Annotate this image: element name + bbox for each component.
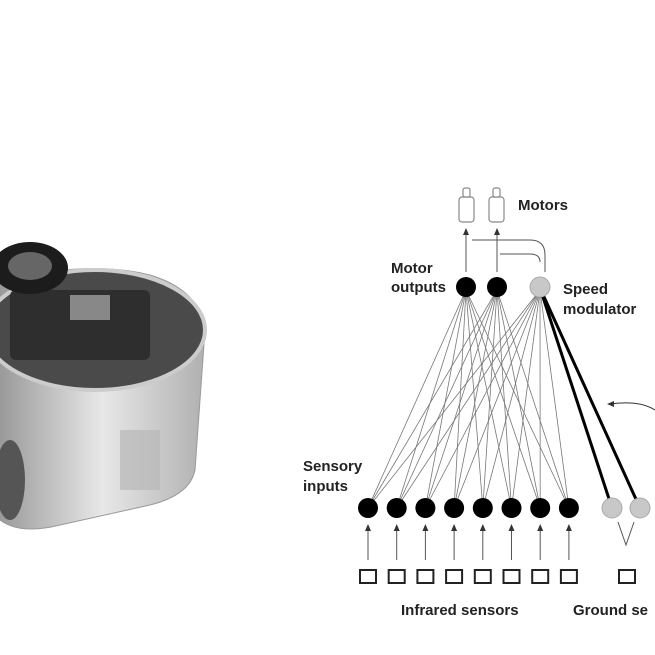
sensory-input-node — [472, 498, 493, 518]
arrowhead-icon — [565, 524, 572, 531]
infrared-sensor-box — [473, 569, 492, 584]
connection — [367, 289, 498, 509]
connection — [496, 289, 570, 509]
infrared-sensor-box — [359, 569, 377, 584]
connection — [453, 289, 498, 509]
ground-input-node — [601, 497, 623, 519]
connections — [367, 289, 570, 509]
connection — [367, 289, 541, 509]
infrared-sensor-box — [559, 569, 578, 584]
infrared-sensor-box — [387, 569, 406, 584]
infrared-sensor-box — [531, 569, 550, 584]
arrowhead-icon — [479, 524, 486, 531]
sensory-inputs-label: inputs — [303, 478, 348, 495]
connection — [496, 289, 541, 509]
sensory-input-node — [530, 498, 551, 518]
connection — [453, 289, 467, 509]
connection — [465, 289, 512, 509]
ground-sensor-box — [618, 569, 636, 584]
arrowhead-icon — [422, 524, 429, 531]
output-arrows — [465, 232, 546, 272]
connection — [396, 289, 541, 509]
connection — [482, 289, 498, 509]
infrared-sensor-box — [502, 569, 521, 584]
connection — [396, 289, 467, 509]
infrared-sensor-box — [416, 569, 435, 584]
connection — [425, 289, 467, 509]
infrared-sensor-box — [445, 569, 464, 584]
infrared-sensors-label: Infrared sensors — [401, 602, 519, 619]
arrowhead-icon — [393, 524, 400, 531]
connection — [453, 289, 541, 509]
arrowhead-icon — [365, 524, 371, 531]
motor-outputs-label: Motor — [391, 260, 433, 277]
connection — [511, 289, 541, 509]
sensory-input-node — [444, 498, 465, 518]
connection — [465, 289, 541, 509]
connection — [465, 289, 570, 509]
connection — [496, 289, 512, 509]
ground-sensors-label: Ground se — [573, 602, 648, 619]
connection — [465, 289, 484, 509]
ground-connection — [538, 287, 642, 509]
speed-modulator-label: modulator — [563, 301, 636, 318]
connection — [425, 289, 498, 509]
connection — [396, 289, 498, 509]
motors-label: Motors — [518, 197, 568, 214]
arrowhead-icon — [451, 524, 458, 531]
motor-output-node — [456, 277, 476, 297]
motor-outputs-label: outputs — [391, 279, 446, 296]
pointer-arrow — [609, 402, 655, 411]
sensory-input-node — [386, 498, 407, 518]
speed-modulator-node — [529, 276, 551, 298]
sensory-input-node — [415, 498, 436, 518]
connection — [482, 289, 541, 509]
connection — [539, 289, 570, 509]
sensory-input-node — [358, 498, 378, 518]
connection — [425, 289, 541, 509]
ground-input-node — [629, 497, 651, 519]
arrowhead-icon — [508, 524, 515, 531]
speed-modulator-label: Speed — [563, 281, 608, 298]
sensory-inputs-label: Sensory — [303, 458, 363, 475]
motor-icons — [458, 187, 505, 223]
ground-connection — [538, 287, 614, 509]
motor-output-node — [487, 277, 507, 297]
sensory-input-node — [558, 498, 579, 518]
sensory-input-node — [501, 498, 522, 518]
arrowhead-icon — [537, 524, 544, 531]
connection — [367, 289, 467, 509]
